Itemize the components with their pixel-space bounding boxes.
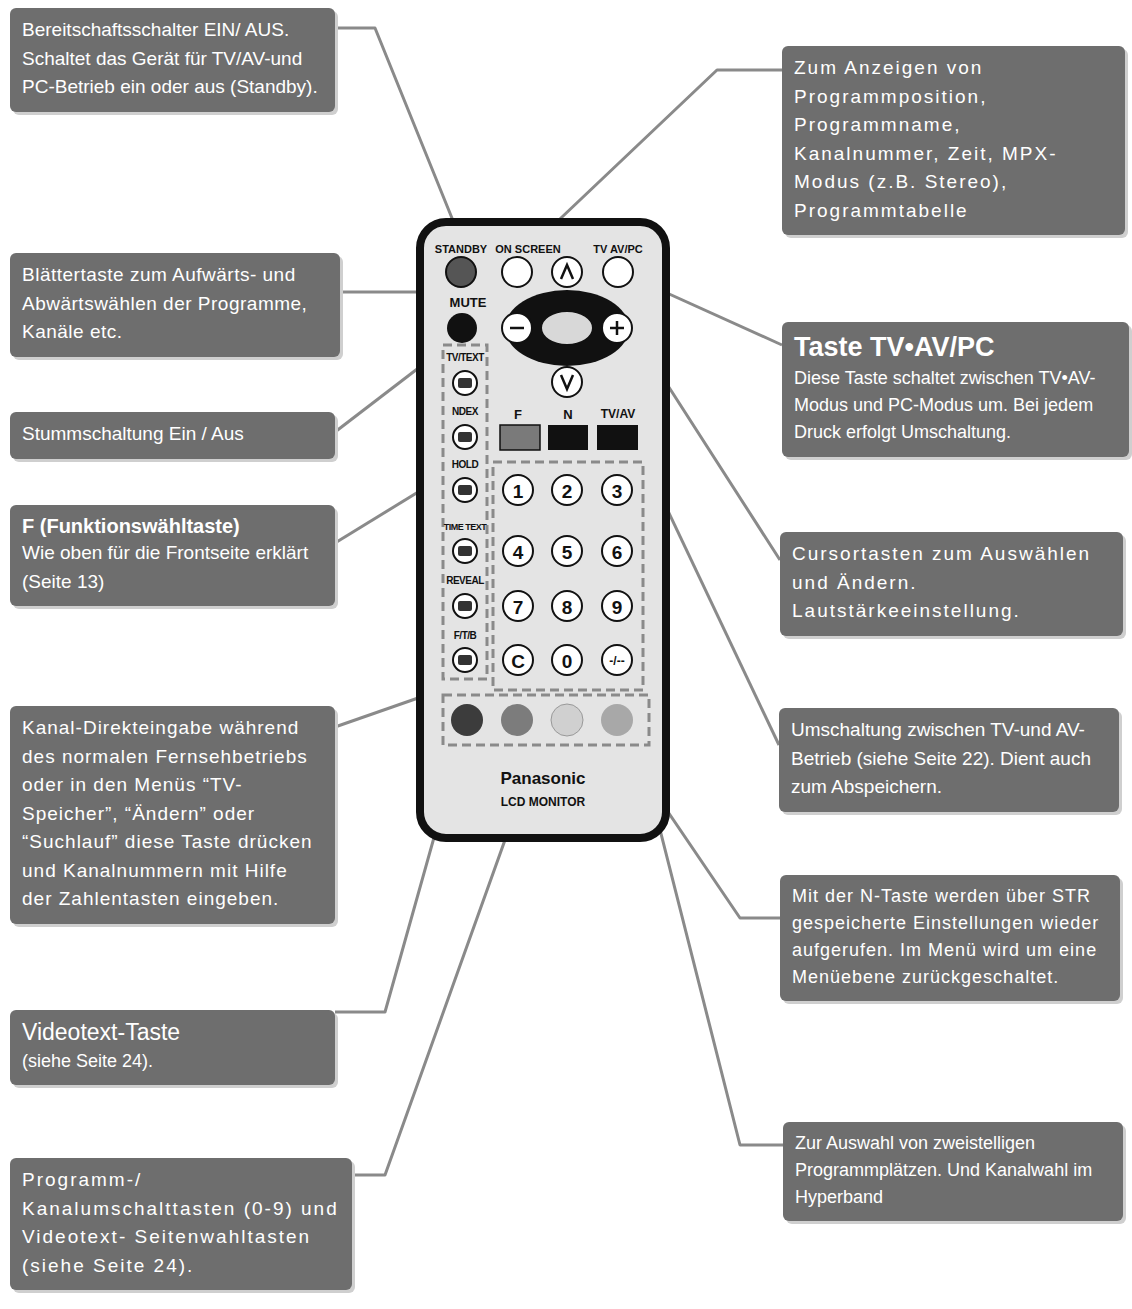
nav-pad [505,290,629,366]
minus-button [502,313,532,343]
up-symbol [561,265,573,279]
callout-text: F (Funktionswähltaste) [22,513,323,539]
down-button [552,367,582,397]
button-label: 7 [513,598,524,617]
button-label: 0 [562,652,573,671]
teletext-buttons [453,371,477,672]
onscreen-button [502,257,532,287]
button-label: NDEX [452,407,478,417]
callout-box: Kanal-Direkteingabe während des normalen… [10,706,335,924]
color-button [601,704,633,736]
leader-line [542,70,782,236]
callout-body: (siehe Seite 24). [22,1048,323,1075]
button-label: N [563,408,572,421]
button-label: 6 [612,543,623,562]
brand-label: Panasonic [500,770,585,787]
callout-text: Stummschaltung Ein / Aus [22,420,323,449]
button-label: MUTE [450,296,487,309]
color-button [501,704,533,736]
button-label: TIME TEXT [444,523,487,532]
button-label: ON SCREEN [495,244,560,255]
button-label: 2 [562,482,573,501]
callout-box: F (Funktionswähltaste)Wie oben für die F… [10,505,335,606]
f-key [500,425,540,450]
button-label: STANDBY [435,244,487,255]
button-label: -/-- [609,655,624,667]
down-symbol [561,375,573,389]
button-label: F/T/B [454,631,477,641]
nav-center [541,311,593,345]
teletext-bracket [443,345,487,679]
callout-box: Mit der N-Taste werden über STR gespeich… [780,875,1120,1001]
nav-symbols [510,265,624,389]
button-label: C [511,652,525,671]
button-label: 4 [513,543,524,562]
button-label: 9 [612,598,623,617]
button-label: TV AV/PC [593,244,643,255]
button-label: 5 [562,543,573,562]
tvavpc-button [603,257,633,287]
button-label: HOLD [452,460,478,470]
plus-button [602,313,632,343]
callout-box: Zur Auswahl von zweistelligen Programmpl… [783,1122,1123,1221]
remote-body [420,222,666,838]
callout-body: Diese Taste schaltet zwischen TV•AV-Modu… [794,365,1117,446]
up-button [552,257,582,287]
callout-box: Zum Anzeigen von Programmposition, Progr… [782,46,1125,235]
standby-button [446,257,476,287]
teletext-icons [458,378,472,665]
color-bracket [443,695,649,745]
callout-box: Videotext-Taste(siehe Seite 24). [10,1010,335,1085]
callout-box: Cursortasten zum Auswählen und Ändern. L… [780,532,1123,636]
callout-text: Taste TV•AV/PC [794,330,1117,365]
n-key [548,425,588,450]
callout-box: Stummschaltung Ein / Aus [10,412,335,459]
callout-box: Blättertaste zum Aufwärts- und Abwärtswä… [10,253,340,357]
button-label: TV/TEXT [446,353,484,363]
callout-text: Programm-/ Kanalumschalttasten (0-9) und… [22,1166,340,1280]
callout-text: Videotext-Taste [22,1018,323,1048]
button-label: F [514,408,522,421]
button-label: 8 [562,598,573,617]
leader-line [335,28,458,233]
mute-button [447,313,477,343]
callout-text: Zum Anzeigen von Programmposition, Progr… [794,54,1113,225]
callout-box: Bereitschaftsschalter EIN/ AUS. Schaltet… [10,8,335,112]
callout-text: Mit der N-Taste werden über STR gespeich… [792,883,1108,991]
callout-text: Kanal-Direkteingabe während des normalen… [22,714,323,914]
plus-symbol [616,321,619,335]
button-label: REVEAL [446,576,484,586]
numpad-bracket [493,462,643,690]
callout-text: Blättertaste zum Aufwärts- und Abwärtswä… [22,261,328,347]
minus-symbol [510,327,524,330]
callout-box: Programm-/ Kanalumschalttasten (0-9) und… [10,1158,352,1290]
callout-text: Umschaltung zwischen TV-und AV-Betrieb (… [791,716,1107,802]
brand-label: LCD MONITOR [501,796,585,808]
button-label: 3 [612,482,623,501]
leader-lines [335,28,783,1175]
number-buttons [503,475,632,675]
callout-box: Umschaltung zwischen TV-und AV-Betrieb (… [779,708,1119,812]
callout-text: Cursortasten zum Auswählen und Ändern. L… [792,540,1111,626]
callout-body: Wie oben für die Frontseite erklärt (Sei… [22,539,323,596]
color-button [551,704,583,736]
color-button [451,704,483,736]
button-label: 1 [513,482,524,501]
tvav-key [597,425,638,450]
callout-text: Bereitschaftsschalter EIN/ AUS. Schaltet… [22,16,323,102]
button-label: TV/AV [601,408,635,420]
callout-box: Taste TV•AV/PCDiese Taste schaltet zwisc… [782,322,1129,457]
callout-text: Zur Auswahl von zweistelligen Programmpl… [795,1130,1111,1211]
